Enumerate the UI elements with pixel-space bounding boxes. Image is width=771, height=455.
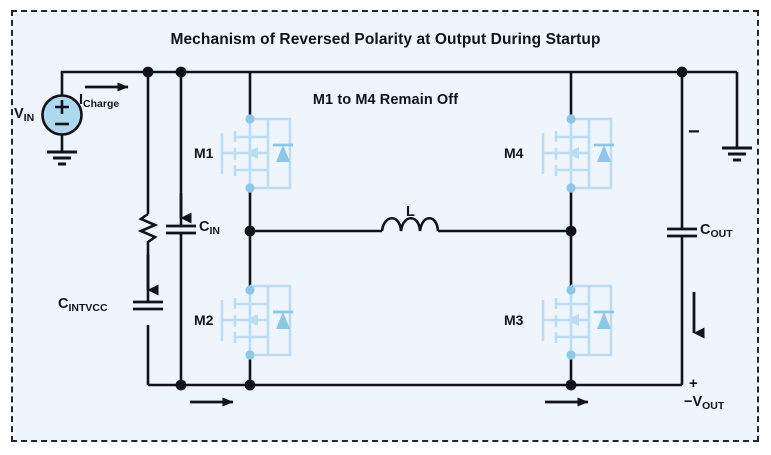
output-minus-marker: − [688,121,700,143]
resistor-icon [137,212,159,246]
junction-dot-icon [565,225,577,237]
ground-icon [47,150,77,166]
mosfet-icon-m2 [220,284,292,357]
junction-dots [142,66,688,391]
inductor-icon [380,216,440,232]
cin-label: CIN [199,219,220,237]
capacitor-icon-cout [667,227,697,238]
mosfet-label-m3: M3 [504,312,524,328]
mosfet-label-m4: M4 [504,145,524,161]
capacitor-icon-cin [166,224,196,235]
mosfet-label-m2: M2 [194,312,214,328]
mosfet-label-m1: M1 [194,145,214,161]
mosfet-icon-m4 [541,117,613,190]
junction-dot-icon [566,350,576,360]
junction-dot-icon [245,183,255,193]
inductor-label: L [406,204,415,220]
output-plus-marker: + [689,375,698,392]
junction-dot-icon [245,285,255,295]
cout-label: COUT [700,222,733,240]
junction-dot-icon [245,350,255,360]
cintvcc-label: CINTVCC [58,296,108,314]
junction-dot-icon [566,285,576,295]
capacitor-icon-cintvcc [133,300,163,311]
current-arrows [85,82,705,407]
junction-dot-icon [565,379,577,391]
body-diode-icon-m4 [594,143,614,162]
body-diode-icon-m1 [273,143,293,162]
junction-dot-icon [175,66,187,78]
ground-icon-output [722,146,752,162]
figure-title: Mechanism of Reversed Polarity at Output… [170,31,601,48]
junction-dot-icon [676,66,688,78]
body-diode-icon-m3 [594,310,614,329]
diagram-panel [11,10,759,442]
junction-dot-icon [245,114,255,124]
source-label: VIN [14,106,35,124]
junction-dot-icon [244,379,256,391]
junction-dot-icon [244,225,256,237]
junction-dot-icon [175,379,187,391]
wire-network [60,70,739,387]
output-voltage-label: −VOUT [684,394,725,412]
junction-dot-icon [566,183,576,193]
voltage-source-icon [41,94,83,136]
figure-subtitle: M1 to M4 Remain Off [312,92,459,108]
junction-dot-icon [566,114,576,124]
junction-dot-icon [142,66,154,78]
mosfet-icon-m3 [541,284,613,357]
mosfet-icon-m1 [220,117,292,190]
charge-current-label: ICharge [79,92,120,110]
body-diode-icon-m2 [273,310,293,329]
